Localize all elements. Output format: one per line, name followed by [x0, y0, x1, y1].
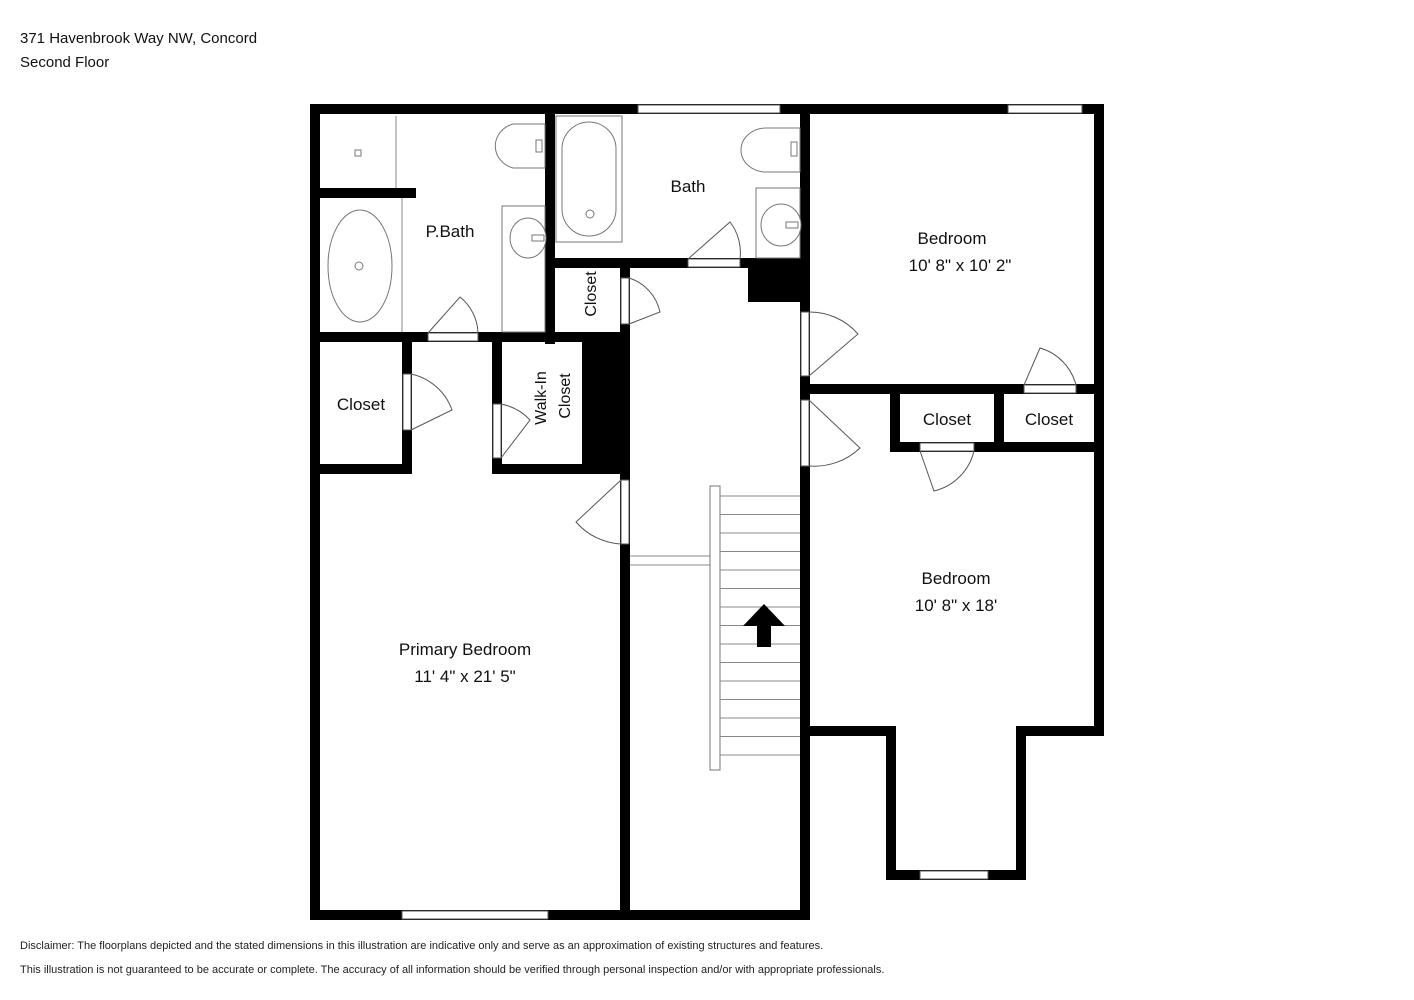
label-primary: Primary Bedroom: [399, 640, 531, 659]
staircase: [630, 485, 800, 771]
pbath-toilet: [494, 123, 546, 169]
pbath-sink: [509, 217, 547, 259]
label-primary-dims: 11' 4" x 21' 5": [414, 667, 515, 686]
door-closet-center[interactable]: [620, 277, 630, 325]
bath-tub-inner: [561, 121, 617, 237]
wall-bedrooms-divider: [800, 384, 1104, 394]
door-closet-top-bedroom[interactable]: [1023, 384, 1077, 394]
label-bedroom-right: Bedroom: [922, 569, 991, 588]
wall-bump-top-right: [1016, 726, 1104, 736]
door-walkin[interactable]: [492, 403, 502, 459]
floor-title: Second Floor: [20, 54, 110, 71]
wall-bump-left: [886, 726, 896, 880]
label-closet-right-b: Closet: [1025, 410, 1073, 429]
door-primary-swing: [575, 479, 622, 545]
stair-up-arrow-icon: [743, 604, 785, 647]
window-bedroom-right: [919, 870, 989, 880]
door-pbath-swing: [427, 296, 479, 334]
door-bedroom-right-swing: [808, 399, 861, 467]
wall-shower: [320, 188, 416, 198]
door-bedroom-right[interactable]: [800, 399, 810, 467]
wall-hall-left: [620, 258, 630, 920]
pbath-toilet-tank: [535, 139, 543, 153]
wall-closet-left-bottom: [320, 464, 412, 474]
wall-walkin-block: [582, 342, 630, 474]
door-bedroom-top-swing: [808, 311, 859, 377]
wall-right: [1094, 104, 1104, 736]
label-closet-center: Closet: [583, 271, 600, 317]
wall-closet-r-bottom: [890, 442, 1104, 452]
bath-tub-drain: [585, 209, 595, 219]
label-bedroom-top: Bedroom: [918, 229, 987, 248]
door-closet-top-bedroom-swing: [1023, 347, 1077, 386]
door-closet-left[interactable]: [402, 373, 412, 431]
disclaimer-line-2: This illustration is not guaranteed to b…: [20, 964, 885, 976]
door-closet-right-a[interactable]: [919, 442, 975, 452]
label-walkin-line1: Walk-In: [533, 371, 550, 425]
wall-top-left: [310, 104, 810, 114]
door-bath-swing: [687, 221, 741, 260]
disclaimer-line-1: Disclaimer: The floorplans depicted and …: [20, 940, 824, 952]
bath-sink: [760, 203, 802, 247]
label-bath: Bath: [671, 177, 706, 196]
wall-bottom: [310, 910, 810, 920]
wall-bath-divider: [545, 114, 555, 344]
wall-closet-r-mid: [994, 394, 1004, 452]
pbath-faucet: [531, 234, 545, 242]
label-closet-left: Closet: [337, 395, 385, 414]
window-bedroom-top: [1007, 104, 1083, 114]
wall-bump-top-left: [800, 726, 896, 736]
door-pbath[interactable]: [427, 332, 479, 342]
wall-bump-right: [1016, 726, 1026, 880]
label-bedroom-right-dims: 10' 8" x 18': [915, 596, 997, 615]
wall-walkin-bottom: [492, 464, 592, 474]
door-closet-left-swing: [410, 373, 453, 431]
window-primary: [401, 910, 549, 920]
label-walkin-line2: Closet: [557, 373, 574, 419]
doors: [402, 221, 1077, 545]
door-closet-center-swing: [628, 277, 661, 325]
stair-stringer: [709, 485, 721, 771]
door-walkin-swing: [500, 403, 531, 459]
shower-drain: [354, 149, 362, 157]
label-closet-right-a: Closet: [923, 410, 971, 429]
wall-top-right: [800, 104, 1104, 114]
fixtures: [327, 115, 802, 333]
wall-closet-r1-left: [890, 394, 900, 452]
windows: [401, 104, 1083, 920]
door-bath[interactable]: [687, 258, 741, 268]
door-bedroom-top[interactable]: [800, 311, 810, 377]
bath-toilet: [740, 127, 801, 173]
door-primary[interactable]: [620, 479, 630, 545]
door-closet-right-a-swing: [919, 450, 975, 492]
bath-faucet: [785, 221, 799, 229]
wall-center-right: [800, 104, 810, 920]
wall-bath-bottom: [545, 258, 800, 268]
room-labels: P.Bath Bath Bedroom 10' 8" x 10' 2" Clos…: [337, 177, 1073, 686]
window-bath: [637, 104, 781, 114]
stair-treads: [720, 495, 800, 756]
address-title: 371 Havenbrook Way NW, Concord: [20, 30, 258, 47]
bath-toilet-tank: [790, 141, 798, 157]
wall-left: [310, 104, 320, 920]
tub-drain: [354, 261, 364, 271]
label-bedroom-top-dims: 10' 8" x 10' 2": [909, 256, 1012, 275]
wall-bath-block: [748, 258, 800, 302]
label-pbath: P.Bath: [426, 222, 475, 241]
